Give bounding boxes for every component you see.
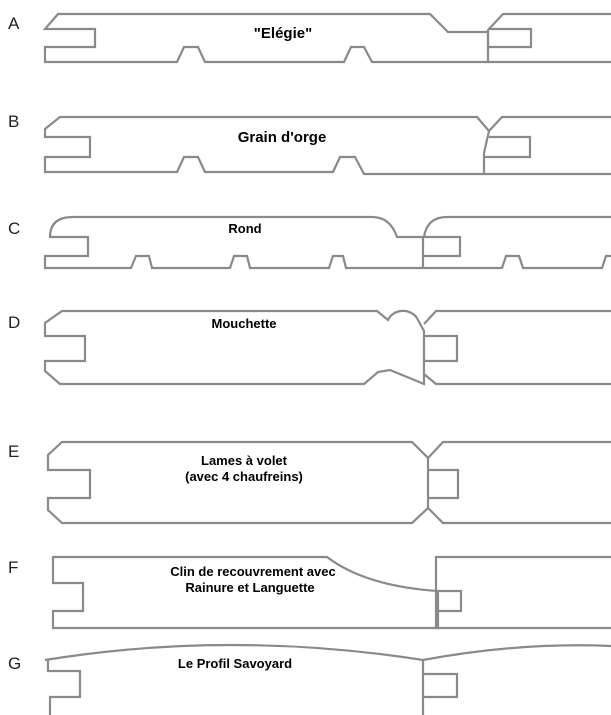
profile-b-label: Grain d'orge (238, 129, 327, 146)
profile-b: B Grain d'orge (8, 112, 611, 176)
profile-g-board-right (422, 644, 611, 699)
profile-a-letter: A (8, 14, 20, 33)
profile-g-board-left (44, 643, 425, 715)
profile-a-label: "Elégie" (254, 25, 312, 42)
profile-d: D Mouchette (8, 309, 611, 386)
profile-f-board-right (434, 555, 611, 630)
profile-g-label: Le Profil Savoyard (178, 656, 292, 671)
profile-e: E Lames à volet (avec 4 chaufreins) (8, 440, 611, 525)
profile-a: A "Elégie" (8, 12, 611, 64)
profile-d-label: Mouchette (212, 316, 277, 331)
profile-c: C Rond (8, 215, 611, 270)
profile-b-board-right (484, 115, 611, 176)
profile-c-letter: C (8, 219, 20, 238)
profile-f-label-line-2: Rainure et Languette (185, 580, 314, 595)
profile-a-board-right (486, 12, 611, 64)
profile-e-label-line-2: (avec 4 chaufreins) (185, 469, 303, 484)
profile-g-letter: G (8, 654, 21, 673)
profile-c-board-right (422, 215, 611, 270)
profile-e-board-right (427, 440, 611, 525)
profile-d-letter: D (8, 313, 20, 332)
profile-d-board-right (423, 309, 611, 386)
profile-e-letter: E (8, 442, 19, 461)
profile-d-board-left (43, 309, 426, 386)
profile-f-label-line-1: Clin de recouvrement avec (170, 564, 335, 579)
profile-c-label: Rond (228, 221, 261, 236)
profile-f: F Clin de recouvrement avec Rainure et L… (8, 555, 611, 630)
profile-b-letter: B (8, 112, 19, 131)
profile-f-letter: F (8, 558, 18, 577)
profile-g: G Le Profil Savoyard (8, 643, 611, 715)
profile-f-board-left (51, 555, 440, 630)
profile-c-board-left (43, 215, 425, 270)
profile-e-label-line-1: Lames à volet (201, 453, 288, 468)
